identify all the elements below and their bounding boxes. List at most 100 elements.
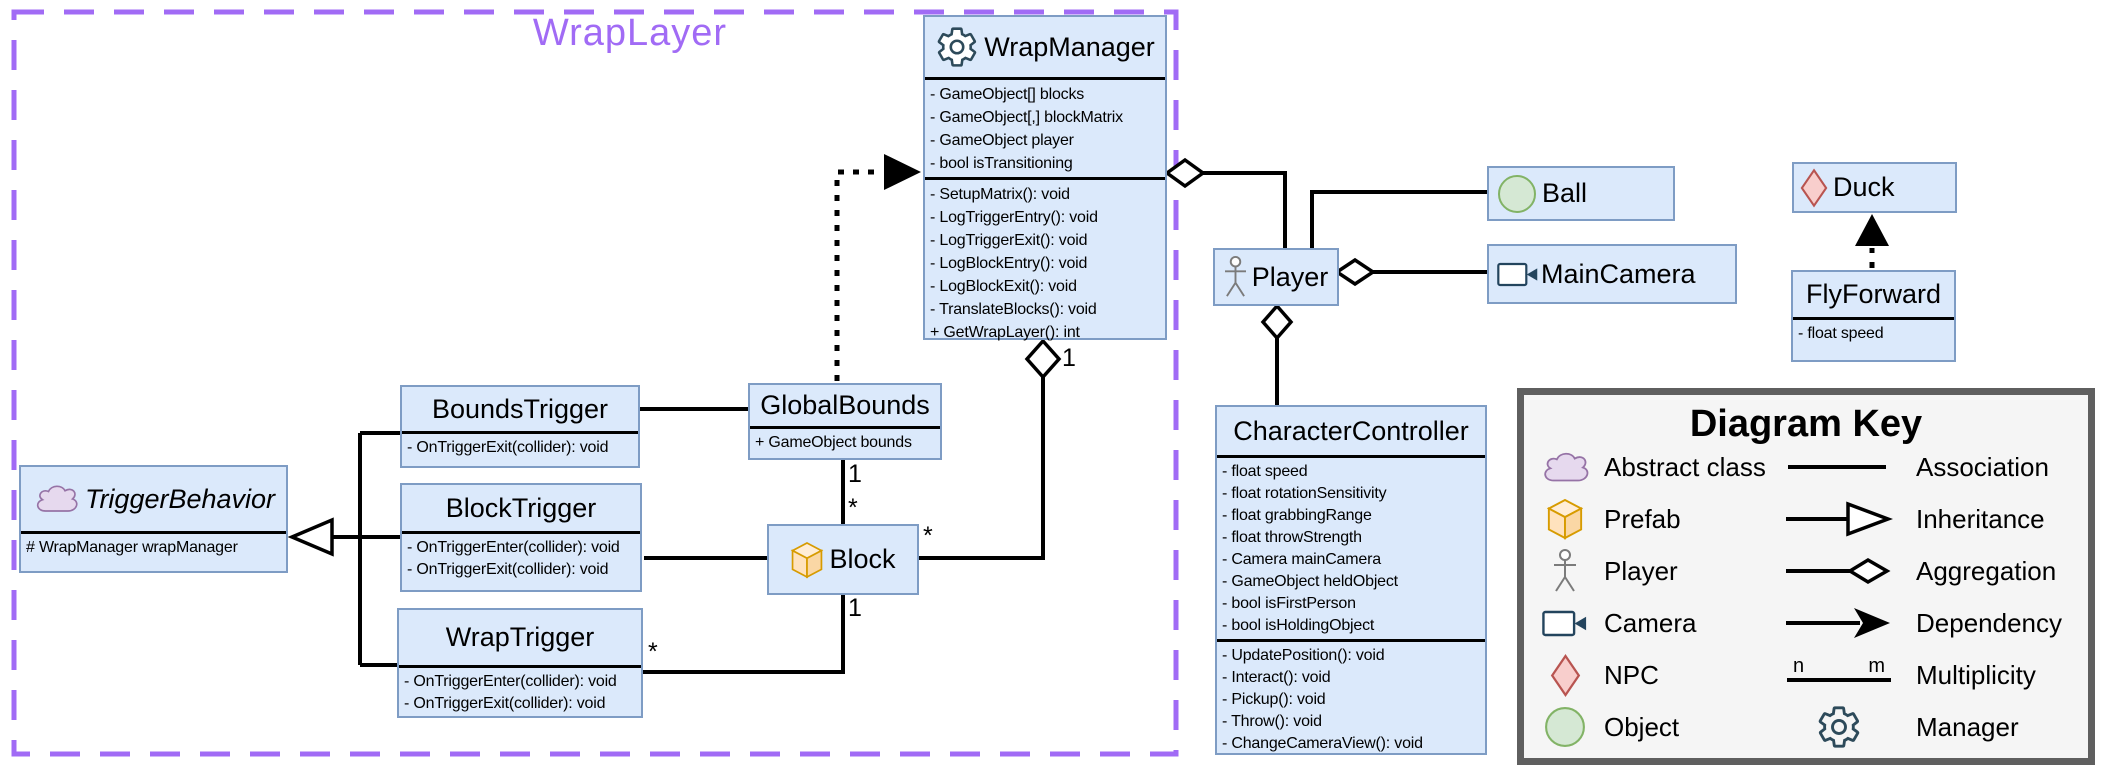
- class-boundstrigger: BoundsTrigger - OnTriggerExit(collider):…: [400, 385, 640, 468]
- class-name: WrapTrigger: [445, 622, 595, 652]
- aggregation-diamond-symbol: [1776, 545, 1902, 597]
- class-block: Block: [767, 524, 919, 595]
- key-label: Abstract class: [1604, 452, 1766, 482]
- key-label: Aggregation: [1916, 556, 2057, 586]
- class-name: Block: [829, 544, 896, 574]
- method-line: + GetWrapLayer(): int: [930, 324, 1080, 341]
- npc-diamond-icon: [1536, 649, 1594, 701]
- key-row-camera-dependency: Camera Dependency: [1524, 597, 2088, 649]
- class-title: Duck: [1794, 164, 1955, 211]
- key-label: Camera: [1604, 608, 1697, 638]
- player-ball-association: [1310, 190, 1487, 248]
- divider: [21, 531, 286, 534]
- key-row-player-aggregation: Player Aggregation: [1524, 545, 2088, 597]
- diagram-key-title: Diagram Key: [1689, 403, 1923, 445]
- key-label: Association: [1916, 452, 2049, 482]
- npc-diamond-icon: [1800, 167, 1828, 208]
- camera-icon: [1536, 597, 1594, 649]
- cube-icon: [1536, 493, 1594, 545]
- multiplicity-label: 1: [848, 594, 862, 622]
- multiplicity-label: *: [848, 494, 858, 522]
- class-title: FlyForward: [1793, 272, 1954, 317]
- class-name: GlobalBounds: [760, 390, 930, 420]
- inheritance-triangle-arrowhead: [287, 517, 334, 557]
- key-row-object-manager: Object Manager: [1524, 701, 2088, 753]
- attribute-line: - float grabbingRange: [1222, 507, 1372, 524]
- class-name: CharacterController: [1233, 415, 1469, 446]
- manager-gear-icon: [1776, 701, 1902, 753]
- wraplayer-group-label: WrapLayer: [532, 12, 728, 54]
- method-line: - Interact(): void: [1222, 669, 1331, 686]
- person-icon: [1224, 256, 1247, 298]
- person-icon: [1536, 545, 1594, 597]
- attribute-line: + GameObject bounds: [755, 434, 912, 451]
- class-player: Player: [1213, 248, 1339, 306]
- key-label: Inheritance: [1916, 504, 2045, 534]
- method-line: - OnTriggerExit(collider): void: [407, 439, 609, 456]
- cloud-icon: [1536, 441, 1594, 493]
- class-blocktrigger: BlockTrigger - OnTriggerEnter(collider):…: [400, 483, 642, 592]
- player-maincamera-aggregation-diamond: [1333, 257, 1377, 287]
- method-line: - OnTriggerExit(collider): void: [407, 561, 609, 578]
- object-circle-icon: [1497, 174, 1537, 214]
- wrapmanager-player-aggregation-line: [1203, 171, 1287, 248]
- globalbounds-wrapmanager-dependency-arrowhead: [884, 154, 921, 190]
- class-title: Player: [1215, 250, 1337, 304]
- attribute-line: - GameObject[,] blockMatrix: [930, 109, 1123, 126]
- class-wraptrigger: WrapTrigger - OnTriggerEnter(collider): …: [397, 608, 643, 718]
- multiplicity-label: *: [923, 522, 933, 550]
- player-charactercontroller-aggregation-diamond: [1260, 303, 1294, 341]
- cube-icon: [790, 541, 824, 579]
- method-line: - OnTriggerEnter(collider): void: [407, 539, 620, 556]
- key-row-abstract-association: Abstract class Association: [1524, 441, 2088, 493]
- object-circle-icon: [1536, 701, 1594, 753]
- class-name: MainCamera: [1541, 258, 1696, 289]
- class-name: Duck: [1833, 172, 1895, 202]
- divider: [1217, 639, 1485, 642]
- class-name: FlyForward: [1805, 279, 1941, 309]
- method-line: - TranslateBlocks(): void: [930, 301, 1097, 318]
- method-line: - OnTriggerExit(collider): void: [404, 695, 606, 712]
- key-label: Multiplicity: [1916, 660, 2036, 690]
- class-name: WrapManager: [984, 31, 1155, 62]
- multiplicity-n-label: n: [1793, 654, 1805, 677]
- class-name: TriggerBehavior: [84, 483, 276, 514]
- attribute-line: - float speed: [1798, 325, 1884, 342]
- attribute-line: - GameObject heldObject: [1222, 573, 1398, 590]
- class-title: CharacterController: [1217, 407, 1485, 455]
- class-flyforward: FlyForward - float speed: [1791, 270, 1956, 362]
- multiplicity-label: 1: [848, 460, 862, 488]
- class-title: Ball: [1489, 168, 1673, 219]
- class-title: BoundsTrigger: [402, 387, 638, 431]
- attribute-line: # WrapManager wrapManager: [26, 539, 238, 556]
- multiplicity-label: *: [648, 638, 658, 666]
- association-line-symbol: [1776, 441, 1902, 493]
- attribute-line: - float rotationSensitivity: [1222, 485, 1387, 502]
- divider: [402, 431, 638, 434]
- attribute-line: - GameObject[] blocks: [930, 86, 1085, 103]
- key-label: Player: [1604, 556, 1678, 586]
- method-line: - LogTriggerExit(): void: [930, 232, 1088, 249]
- class-title: BlockTrigger: [402, 485, 640, 531]
- method-line: - LogBlockEntry(): void: [930, 255, 1088, 272]
- class-title: MainCamera: [1489, 246, 1735, 302]
- key-label: Manager: [1916, 712, 2019, 742]
- globalbounds-wrapmanager-dependency-line: [834, 169, 880, 381]
- multiplicity-label: 1: [1062, 344, 1076, 372]
- multiplicity-m-label: m: [1868, 654, 1885, 677]
- divider: [1217, 455, 1485, 458]
- method-line: - SetupMatrix(): void: [930, 186, 1070, 203]
- class-name: Player: [1251, 261, 1329, 292]
- gear-icon: [935, 25, 979, 69]
- class-wrapmanager: WrapManager - GameObject[] blocks - Game…: [923, 15, 1167, 341]
- class-name: Ball: [1542, 178, 1588, 208]
- class-duck: Duck: [1792, 162, 1957, 213]
- wrapmanager-block-aggregation-diamond: [1024, 338, 1062, 380]
- dependency-arrow-symbol: [1776, 597, 1902, 649]
- class-name: BoundsTrigger: [431, 393, 609, 424]
- attribute-line: - bool isFirstPerson: [1222, 595, 1356, 612]
- class-maincamera: MainCamera: [1487, 244, 1737, 304]
- inheritance-trunk-line: [332, 431, 402, 667]
